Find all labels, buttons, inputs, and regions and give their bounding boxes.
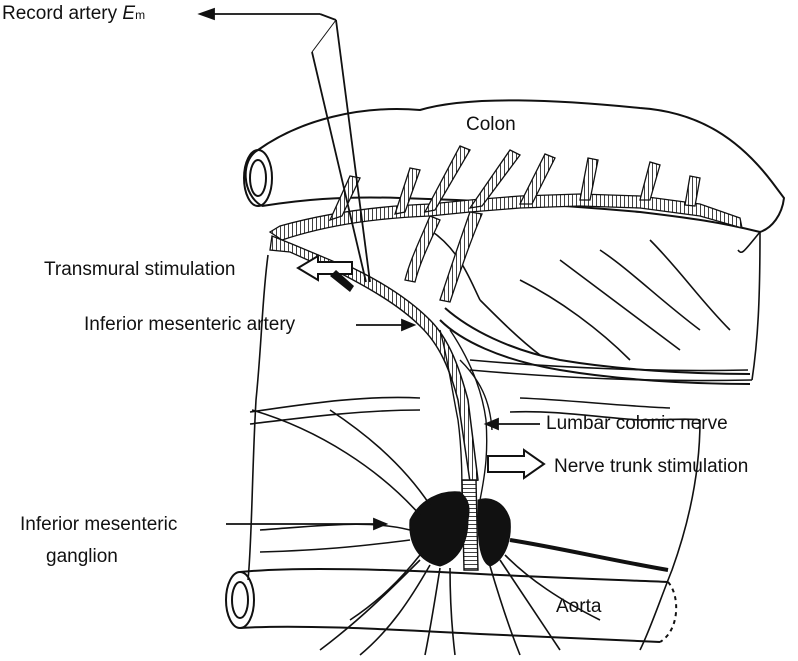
inferior-mesenteric-ganglion-label-line2: ganglion [46,546,118,568]
record-artery-label: Record artery Em [2,3,145,26]
lumbar-colonic-nerve-label: Lumbar colonic nerve [546,413,728,435]
transmural-stimulation-arrow [298,256,354,292]
inferior-mesenteric-artery [330,262,478,482]
record-arrow [200,9,336,20]
nerve-trunk-stimulation-arrow [488,450,544,478]
inferior-mesenteric-artery-label: Inferior mesenteric artery [84,314,295,336]
aorta-label: Aorta [556,596,601,618]
em-symbol: E [122,3,135,24]
recording-electrode [312,20,370,282]
record-artery-text: Record artery [2,3,117,24]
colic-branch [440,308,750,384]
nerve-trunk-stimulation-label: Nerve trunk stimulation [554,456,748,478]
inferior-mesenteric-ganglion [410,492,511,566]
inferior-mesenteric-ganglion-label-line1: Inferior mesenteric [20,514,177,536]
transmural-stimulation-label: Transmural stimulation [44,259,235,281]
em-subscript: m [135,8,145,22]
colon-label: Colon [466,114,516,136]
